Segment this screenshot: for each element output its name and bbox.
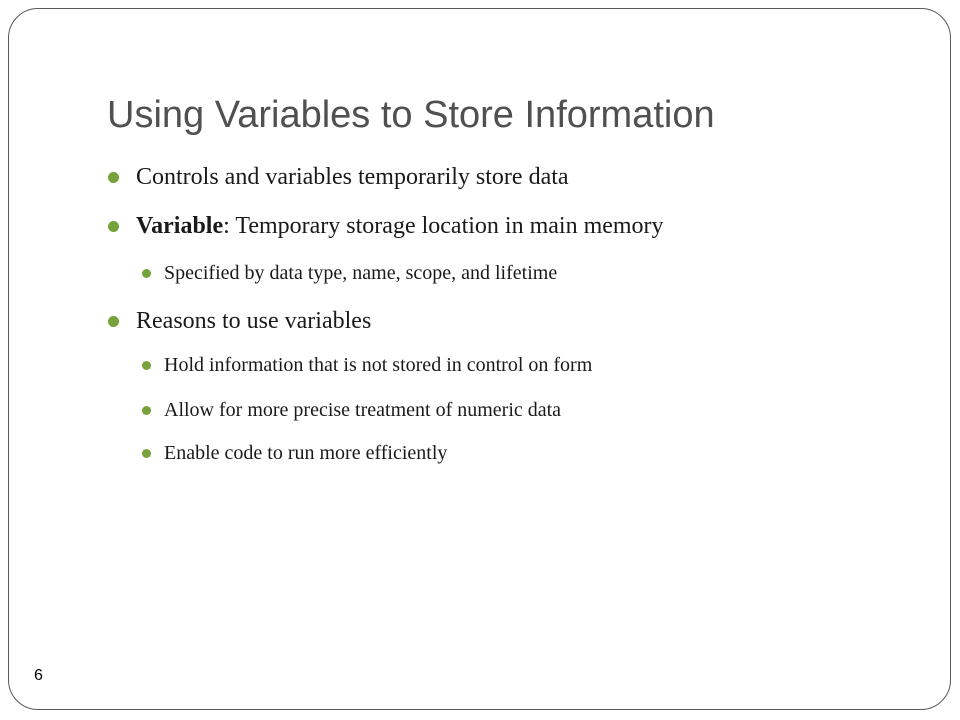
slide-number: 6 — [34, 667, 43, 684]
bullet-dot-icon — [142, 449, 151, 458]
bullet-hold-information: Hold information that is not stored in c… — [142, 352, 593, 378]
bullet-controls-and-variables: Controls and variables temporarily store… — [108, 162, 569, 192]
bullet-text: Hold information that is not stored in c… — [164, 354, 593, 376]
bullet-variable-definition: Variable: Temporary storage location in … — [108, 211, 664, 241]
bullet-text: Enable code to run more efficiently — [164, 442, 448, 464]
bullet-text: Reasons to use variables — [136, 308, 372, 334]
slide-title: Using Variables to Store Information — [107, 94, 715, 136]
bullet-precise-treatment: Allow for more precise treatment of nume… — [142, 397, 562, 423]
bullet-dot-icon — [142, 406, 151, 415]
bullet-dot-icon — [142, 361, 151, 370]
bullet-dot-icon — [108, 172, 119, 183]
bullet-text: Controls and variables temporarily store… — [136, 164, 569, 190]
bullet-run-efficiently: Enable code to run more efficiently — [142, 440, 448, 466]
bullet-term: Variable — [136, 213, 224, 239]
bullet-dot-icon — [108, 316, 119, 327]
bullet-text: Allow for more precise treatment of nume… — [164, 399, 562, 421]
bullet-text: : Temporary storage location in main mem… — [223, 213, 664, 239]
bullet-dot-icon — [142, 269, 151, 278]
bullet-reasons: Reasons to use variables — [108, 306, 372, 336]
bullet-specified-by: Specified by data type, name, scope, and… — [142, 260, 558, 286]
slide-frame — [8, 8, 951, 710]
bullet-text: Specified by data type, name, scope, and… — [164, 262, 558, 284]
bullet-dot-icon — [108, 221, 119, 232]
